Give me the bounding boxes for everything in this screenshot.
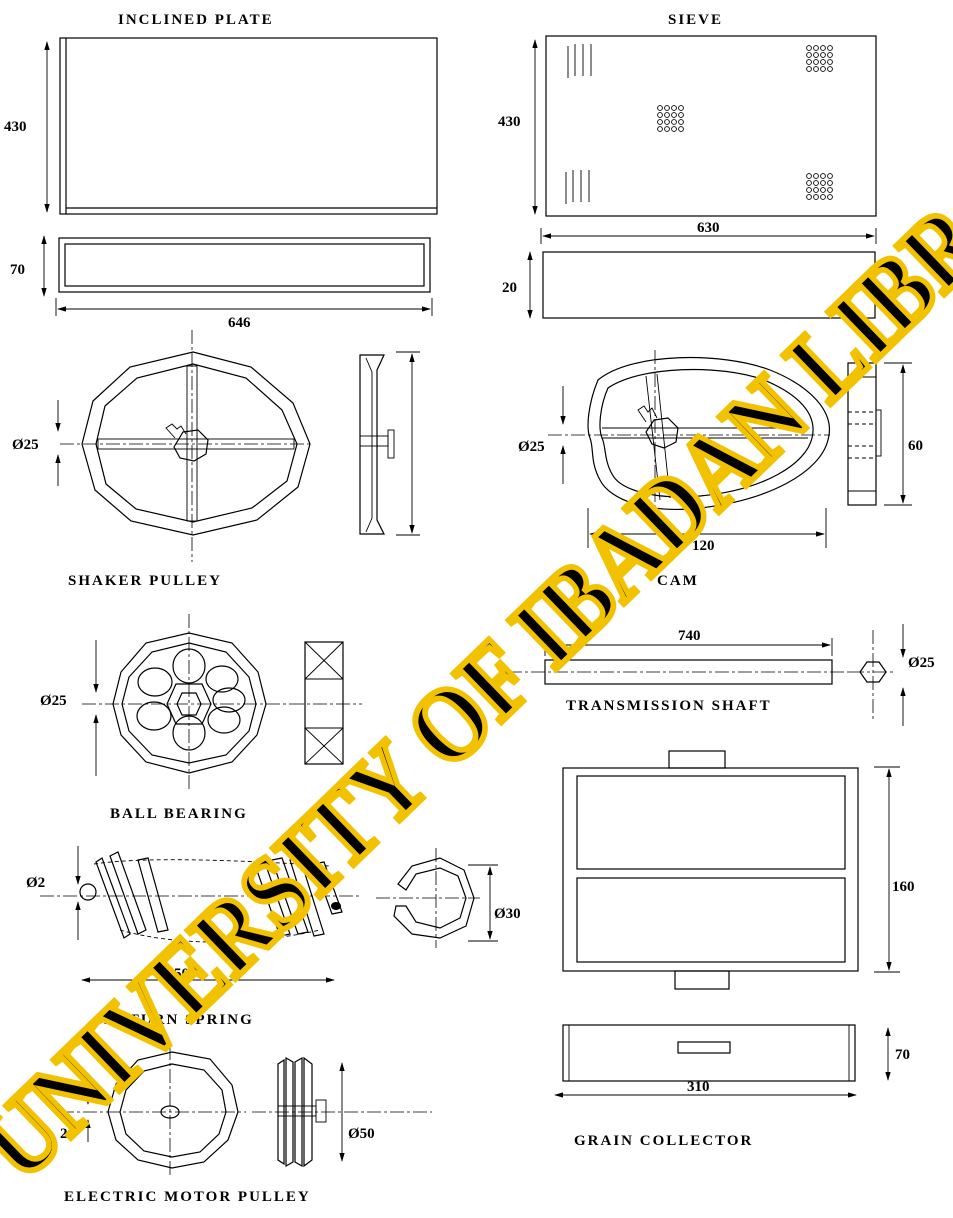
grain-collector-title: GRAIN COLLECTOR (574, 1133, 753, 1149)
sieve-title: SIEVE (668, 12, 723, 28)
sieve-drawing: SIEVE 430 630 2 (498, 12, 877, 319)
transmission-shaft-title: TRANSMISSION SHAFT (566, 698, 772, 714)
inclined-plate-drawing: INCLINED PLATE 430 70 646 (4, 12, 438, 331)
sieve-length-dim: 630 (697, 220, 720, 236)
sieve-side-dim: 20 (502, 280, 517, 296)
cam-title: CAM (657, 573, 699, 589)
bearing-bore-dim: Ø25 (40, 693, 67, 709)
electric-motor-pulley-drawing: 20 Ø50 ELECTRIC MOTOR PULLEY (60, 1046, 432, 1205)
spring-coils (95, 851, 343, 939)
spring-length-dim: 50 (174, 966, 189, 982)
shaker-pulley-drawing: Ø25 SHAKER PULLEY (12, 330, 420, 589)
spring-wire-dim: Ø2 (26, 875, 45, 891)
sieve-holes-bottom-right (806, 173, 833, 200)
library-watermark: UNIVERSITY OF IBADAN LIBRARY (0, 49, 953, 1201)
motor-pulley-grooves (277, 1056, 313, 1168)
cam-drawing: Ø25 120 60 CAM (518, 350, 923, 589)
inclined-plate-length-dim: 646 (228, 315, 251, 331)
return-spring-drawing: Ø2 Ø30 50 RETURN SPRING (26, 846, 521, 1028)
grain-collector-drawing: 160 70 310 GRAIN COLLECTOR (554, 750, 915, 1149)
sieve-holes-center (657, 105, 684, 132)
transmission-shaft-drawing: 740 Ø25 TRANSMISSION SHAFT (508, 624, 935, 726)
ball-bearing-drawing: Ø25 BALL BEARING (40, 614, 362, 822)
cam-width-dim: 60 (908, 438, 923, 454)
motor-pulley-bore-dim: 20 (60, 1126, 75, 1142)
cam-bore-dim: Ø25 (518, 439, 545, 455)
ball-bearing-title: BALL BEARING (110, 806, 248, 822)
inclined-plate-side-dim: 70 (10, 262, 25, 278)
inclined-plate-title: INCLINED PLATE (118, 12, 274, 28)
bearing-balls (136, 648, 246, 751)
return-spring-title: RETURN SPRING (104, 1012, 254, 1028)
shaft-length-dim: 740 (678, 628, 701, 644)
sieve-holes-top-right (806, 45, 833, 72)
collector-length-dim: 310 (687, 1079, 710, 1095)
spring-coil-dim: Ø30 (494, 906, 521, 922)
electric-motor-pulley-title: ELECTRIC MOTOR PULLEY (64, 1189, 311, 1205)
sieve-height-dim: 430 (498, 114, 521, 130)
inclined-plate-height-dim: 430 (4, 119, 27, 135)
collector-side-dim: 70 (895, 1047, 910, 1063)
collector-height-dim: 160 (892, 879, 915, 895)
shaker-pulley-bore-dim: Ø25 (12, 437, 39, 453)
shaker-pulley-title: SHAKER PULLEY (68, 573, 222, 589)
motor-pulley-diameter-dim: Ø50 (348, 1126, 375, 1142)
cam-length-dim: 120 (692, 538, 715, 554)
shaft-diameter-dim: Ø25 (908, 655, 935, 671)
